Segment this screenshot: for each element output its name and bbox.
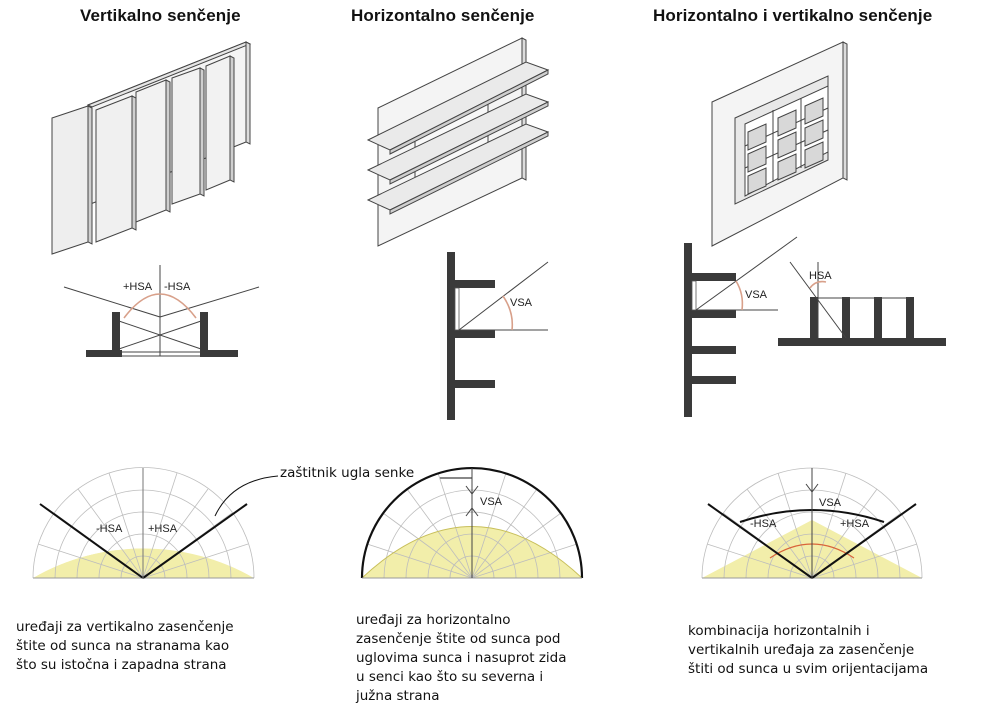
title-vertical-shading: Vertikalno senčenje <box>80 6 241 25</box>
vertical-fins-illustration <box>51 41 252 255</box>
minus-hsa-mask-label: -HSA <box>96 523 123 535</box>
caption-vertical-shading: uređaji za vertikalno zasenčenje štite o… <box>16 619 234 673</box>
vsa-mask-label-combined: VSA <box>819 497 842 509</box>
plus-hsa-label: +HSA <box>123 281 153 293</box>
combined-plan: HSA <box>778 261 946 346</box>
title-horizontal-shading: Horizontalno senčenje <box>351 6 535 25</box>
combined-shading-mask: VSA -HSA +HSA <box>701 467 923 579</box>
title-combined-shading: Horizontalno i vertikalno senčenje <box>653 6 933 25</box>
horizontal-shading-mask: VSA <box>360 466 584 579</box>
callout-shading-mask: zaštitnik ugla senke <box>214 465 472 517</box>
hsa-label-plan: HSA <box>809 270 832 282</box>
caption-combined-shading: kombinacija horizontalnih i vertikalnih … <box>688 623 929 677</box>
vsa-mask-label: VSA <box>480 496 503 508</box>
eggcrate-illustration <box>711 41 848 247</box>
horizontal-louvers-section: VSA <box>447 252 549 420</box>
caption-horizontal-shading: uređaji za horizontalno zasenčenje štite… <box>356 612 567 704</box>
vsa-label-combined: VSA <box>745 289 768 301</box>
vertical-fins-plan: +HSA -HSA <box>63 265 260 357</box>
horizontal-louvers-illustration <box>366 37 550 247</box>
minus-hsa-mask-label-combined: -HSA <box>750 518 777 530</box>
plus-hsa-mask-label-combined: +HSA <box>840 518 870 530</box>
plus-hsa-mask-label: +HSA <box>148 523 178 535</box>
vertical-shading-mask: -HSA +HSA <box>32 467 255 579</box>
minus-hsa-label: -HSA <box>164 281 191 293</box>
combined-section: VSA <box>684 236 798 417</box>
vsa-label-section: VSA <box>510 297 533 309</box>
shading-mask-callout: zaštitnik ugla senke <box>280 465 414 481</box>
